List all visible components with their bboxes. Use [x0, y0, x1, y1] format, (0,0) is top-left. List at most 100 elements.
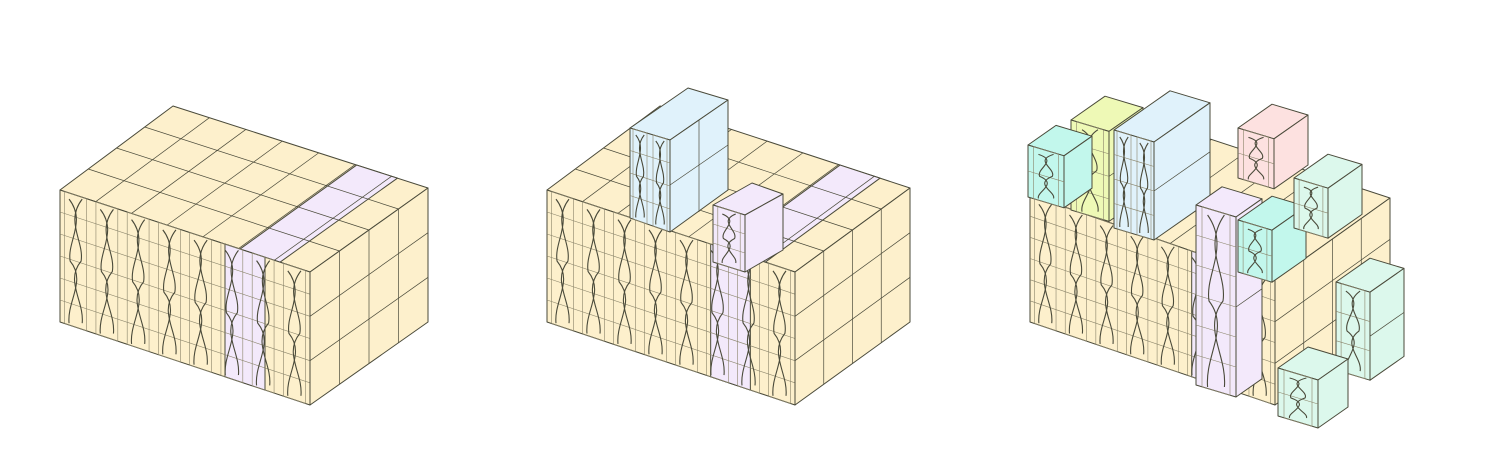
- stage1-front-fins-fin-curve: [261, 260, 271, 386]
- stage1-front-fins-fin: [220, 242, 244, 384]
- stage3-teal-cube-left-fins: [1027, 146, 1065, 207]
- stage1-front-fins-floor-line: [59, 277, 311, 361]
- stage3-blue-tower-fins: [1113, 130, 1155, 240]
- stage2-front-fins-fin-curve: [622, 219, 632, 344]
- stage3-teal-cube-front-fins-fin-curve: [1247, 228, 1257, 274]
- stage1-side-grid: [309, 277, 429, 361]
- stage3-teal-cube-left-fins-fin-curve: [1044, 153, 1055, 199]
- stage3-front-fins-fin-curve: [1043, 203, 1053, 324]
- stage2-front-fins-fin-curve: [560, 198, 570, 324]
- stage1-front-fins-fin-curve: [167, 229, 177, 355]
- stage2-lilac-fins-fin: [717, 206, 741, 271]
- stage2-blue-fins-floor-line: [629, 150, 671, 164]
- stage3-mint-cube-bottom-fins-floor-line: [1277, 391, 1319, 405]
- stage2-lilac-fins-floor-line: [712, 223, 746, 235]
- stage3-blue-tower-fins-fin-curve: [1119, 136, 1126, 228]
- stage3-mint-cube-bottom-side: [1317, 358, 1349, 429]
- stage2-front-fins-fin-curve: [746, 260, 756, 386]
- stage3-front-fins-fin-curve: [1160, 246, 1170, 365]
- stage2-lilac-fins-fin-curve: [721, 213, 731, 264]
- stage2-lilac-fins-floor-line: [712, 242, 746, 254]
- stage2-front-fins-fin: [551, 191, 574, 332]
- stage2-front-fins-fin-curve: [715, 250, 725, 376]
- stage1-front-fins-fin: [189, 232, 212, 373]
- stage3-mint-stack-right: [1335, 257, 1405, 381]
- stage2-blue-fins: [629, 128, 671, 232]
- stage3-mint-cube-bottom-fins-fin-curve: [1296, 377, 1307, 419]
- stage1-front-fins-fin-curve: [224, 250, 234, 376]
- stage3-blue-tower-floor: [1153, 151, 1211, 192]
- stage1-front-fins-fin-curve: [131, 219, 140, 344]
- stage1-front-fins-floor-line: [59, 233, 311, 317]
- stage3-blue-tower-fins-floor-line: [1113, 203, 1155, 216]
- stage3-front-fins-fin-curve: [1038, 203, 1047, 324]
- stage2-front-fins-fin: [613, 211, 636, 352]
- stage3-mint-cube-top-fins-fin-curve: [1309, 186, 1319, 230]
- stage2-front-fins-fin-curve: [679, 239, 689, 365]
- stage1-front-fins-fin: [126, 211, 150, 352]
- stage3-blue-tower-fins-floor-line: [1113, 154, 1155, 167]
- stage3-mint-stack-right-fins-fin-curve: [1351, 290, 1361, 372]
- stage1-front-fins-floor-line: [59, 211, 311, 295]
- stage3-pink-tower-fins-floor-line: [1237, 152, 1275, 165]
- stage2-blue-tower: [629, 87, 729, 233]
- stage3-lilac-column-fins: [1195, 206, 1237, 396]
- stage2-blue-fins-fin-curve: [638, 134, 645, 218]
- stage1-front-fins-fin-curve: [199, 239, 208, 365]
- stage2-blue-fins-fin: [632, 128, 648, 225]
- stage2-side-grid: [794, 277, 911, 361]
- stage3-pink-tower-fins-fin-curve: [1254, 136, 1265, 180]
- stage2-blue-fins-fin-curve: [635, 134, 642, 218]
- stage3-pink-tower: [1237, 103, 1309, 190]
- stage3-mint-stack-right-fins: [1335, 283, 1371, 380]
- stage2-front-fins-floor-line: [546, 277, 796, 361]
- stage2-blue-fins-fin-curve: [658, 140, 665, 225]
- stage3-pink-tower-side: [1273, 114, 1309, 190]
- stage1-front-fins-fin: [64, 191, 87, 332]
- stage3-lilac-column-fins-fin: [1201, 206, 1231, 396]
- stage3-mint-cube-bottom: [1277, 346, 1349, 429]
- stage3-mint-stack-right-fins-fin: [1340, 283, 1366, 380]
- stage3-front-fins-fin: [1095, 217, 1118, 352]
- stage2-front-fins-fin-curve: [591, 209, 601, 334]
- stage3-mint-stack-right-fins-floor-line: [1335, 311, 1371, 322]
- stage3-teal-cube-front-fins-fin-curve: [1253, 228, 1263, 274]
- stage1-front-fins-fin-curve: [193, 239, 203, 365]
- stage2-blue-fins-fin: [652, 134, 668, 232]
- stage3-mint-cube-bottom-fins: [1277, 369, 1319, 427]
- stage2-front-fins-fin: [768, 262, 791, 404]
- stage1-front-fins-fin-curve: [74, 198, 83, 324]
- stage3-blue-tower-fins-fin-curve: [1142, 142, 1149, 234]
- stage3-mint-cube-top-fins-fin-curve: [1303, 186, 1313, 230]
- stage2-blue-fins-floor-line: [629, 195, 671, 210]
- stage3-lilac-column-fins-floor-line: [1195, 354, 1237, 368]
- stage1-top-grid: [144, 126, 399, 210]
- stage3-teal-cube-front-fins: [1237, 221, 1273, 282]
- stage3-front-fins-fin-curve: [1099, 225, 1109, 344]
- stage2-front-fins-fin-curve: [777, 270, 787, 396]
- stage2-front: [546, 189, 796, 406]
- stage1-front-fins-fin-curve: [292, 270, 302, 396]
- stage1-front-fins-fin: [251, 252, 275, 394]
- stage3-blue-tower-fins-fin-curve: [1139, 142, 1146, 234]
- stage1-top: [59, 105, 429, 273]
- stage2-side: [794, 187, 911, 406]
- stage3-front-fins-fin-curve: [1130, 235, 1139, 355]
- stage2-blue-fins-fin-curve: [655, 140, 662, 225]
- stage3-mint-cube-top-side: [1327, 163, 1363, 239]
- stage2-front-fins-fin-curve: [684, 239, 694, 365]
- stage2-front-fins-floor-line: [546, 211, 796, 295]
- stage3-lilac-column-fins-floor-line: [1195, 264, 1237, 278]
- stage1-side: [309, 187, 429, 406]
- stage3-mint-cube-bottom-fins-fin: [1283, 369, 1313, 427]
- stage3-mint-cube-top-fins-fin: [1298, 179, 1324, 238]
- stage2-front-fins-fin-curve: [741, 260, 751, 386]
- stage3-lilac-column-fins-fin-curve: [1214, 214, 1226, 388]
- stage1-top-grid: [88, 168, 340, 252]
- stage3-teal-cube-left-fins-floor-line: [1027, 170, 1065, 183]
- stage3-lilac-column-fins-floor-line: [1195, 324, 1237, 338]
- stage2-side-grid: [794, 232, 911, 317]
- stage3-teal-cube-left-fins-fin-curve: [1037, 153, 1048, 199]
- stage3-mint-cube-top-fins: [1293, 179, 1329, 238]
- stage3-teal-cube-front-fins-floor-line: [1237, 245, 1273, 257]
